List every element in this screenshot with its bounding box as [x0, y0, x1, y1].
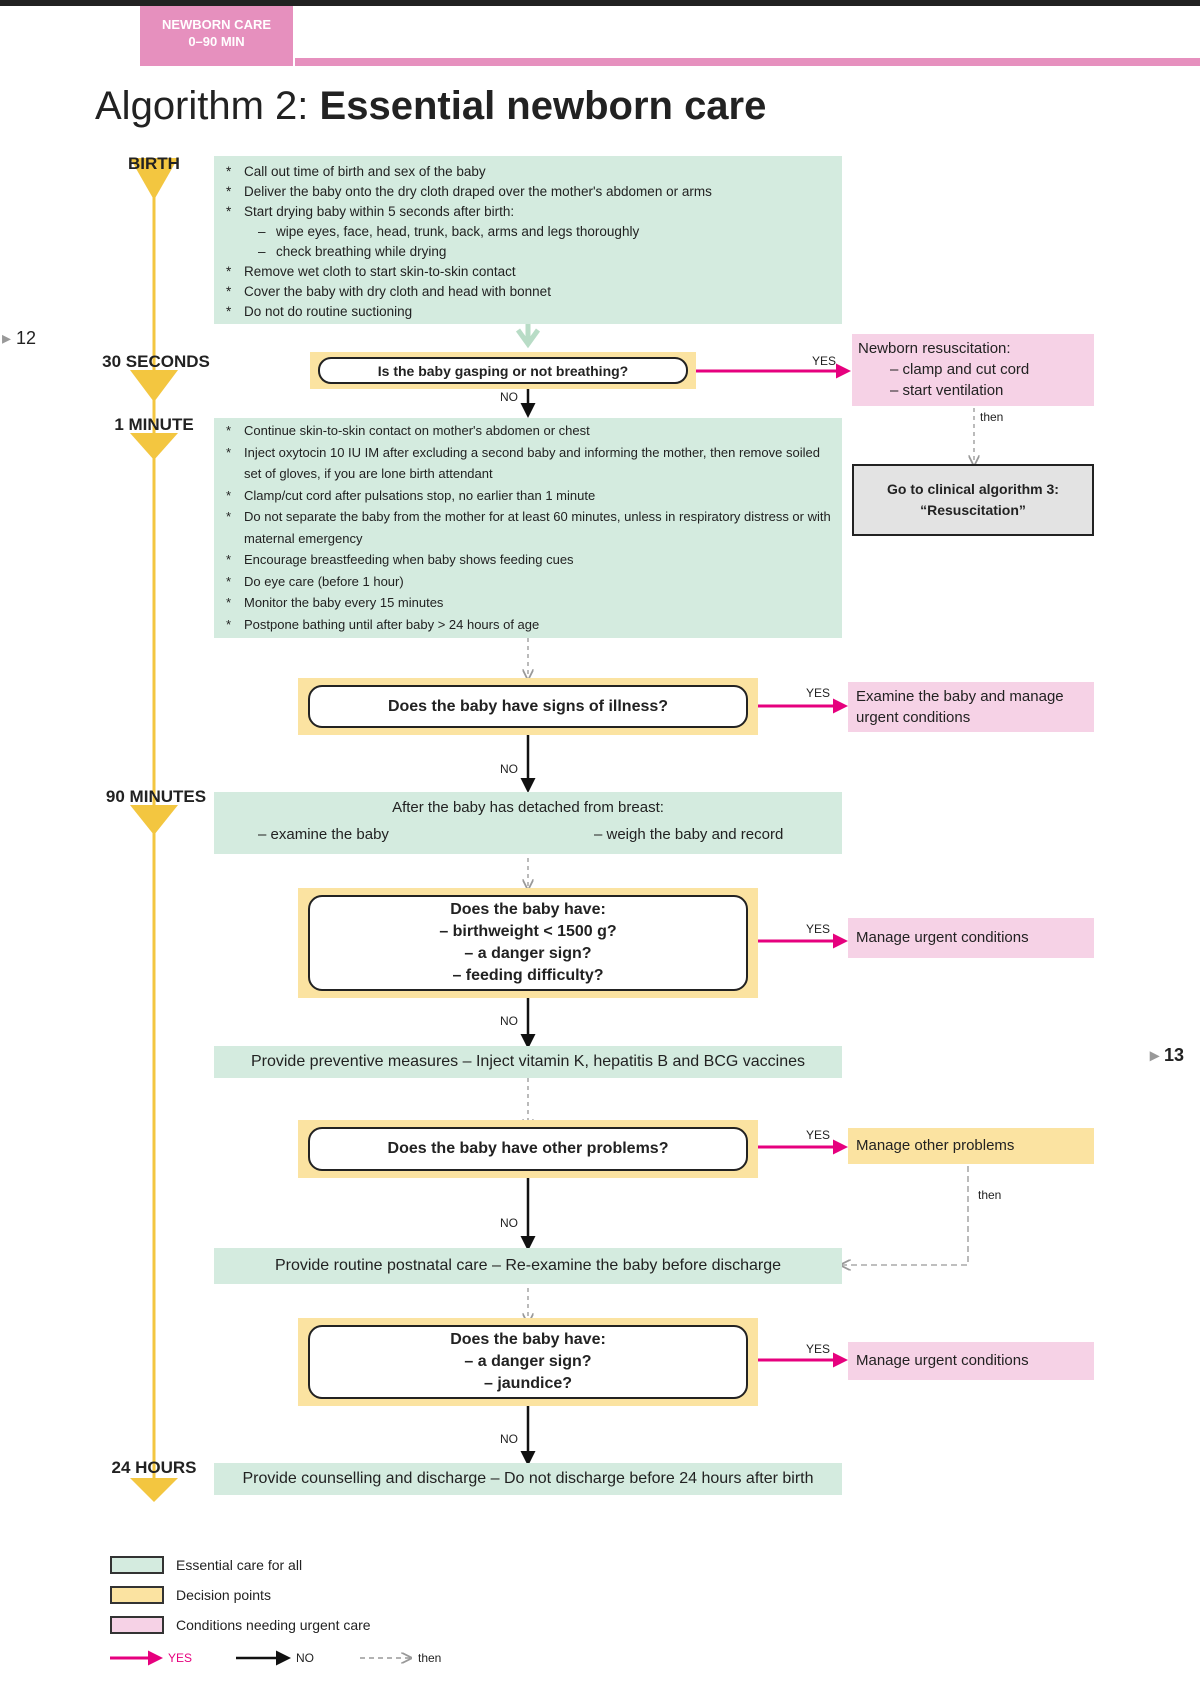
manage-other-box: Manage other problems	[848, 1128, 1094, 1164]
page-number-right: ▸ 13	[1150, 1045, 1185, 1065]
decision-gasping: Is the baby gasping or not breathing?	[310, 352, 696, 389]
decision-danger-text: Does the baby have: – a danger sign? – j…	[308, 1325, 748, 1399]
birth-item: Do not do routine suctioning	[222, 302, 834, 322]
tag-line-2: 0–90 MIN	[188, 34, 245, 49]
manage-urgent-box-2: Manage urgent conditions	[848, 1342, 1094, 1380]
counselling-box: Provide counselling and discharge – Do n…	[214, 1463, 842, 1495]
minute-item: Do eye care (before 1 hour)	[222, 571, 834, 593]
legend-yellow-label: Decision points	[176, 1587, 271, 1603]
resuscitation-item: – clamp and cut cord	[890, 361, 1030, 378]
yes-label: YES	[806, 1128, 831, 1142]
q-line: – feeding difficulty?	[452, 967, 604, 984]
routine-care-box: Provide routine postnatal care – Re-exam…	[214, 1248, 842, 1284]
minute-item: Encourage breastfeeding when baby shows …	[222, 549, 834, 571]
birth-item: Start drying baby within 5 seconds after…	[222, 202, 834, 262]
decision-birthweight: Does the baby have: – birthweight < 1500…	[298, 888, 758, 998]
decision-illness: Does the baby have signs of illness?	[298, 678, 758, 735]
minute-item: Continue skin-to-skin contact on mother'…	[222, 420, 834, 442]
then-label: then	[978, 1188, 1002, 1202]
go-algo3-line2: “Resuscitation”	[920, 502, 1026, 518]
yes-label: YES	[806, 922, 831, 936]
minute-item: Monitor the baby every 15 minutes	[222, 592, 834, 614]
header-line	[295, 58, 1200, 66]
legend-no-label: NO	[296, 1651, 314, 1665]
no-label: NO	[500, 762, 518, 776]
examine-manage-line1: Examine the baby and manage	[856, 688, 1064, 705]
no-label: NO	[500, 1014, 518, 1028]
legend: Essential care for all Decision points C…	[110, 1550, 371, 1640]
legend-yes-label: YES	[168, 1651, 193, 1665]
section-tag: NEWBORN CARE 0–90 MIN	[140, 6, 293, 66]
resuscitation-item: – start ventilation	[890, 382, 1004, 399]
q-line: – a danger sign?	[464, 945, 592, 962]
minute-care-box: Continue skin-to-skin contact on mother'…	[214, 418, 842, 638]
minute-item: Postpone bathing until after baby > 24 h…	[222, 614, 834, 636]
page-number-left: ▸ 12	[2, 328, 37, 348]
resuscitation-box: Newborn resuscitation: – clamp and cut c…	[852, 334, 1094, 406]
yes-label: YES	[812, 354, 837, 368]
stage-birth: BIRTH	[128, 154, 180, 173]
top-bar	[0, 0, 1200, 6]
then-label: then	[980, 410, 1004, 424]
minute-item: Do not separate the baby from the mother…	[222, 506, 834, 549]
decision-birthweight-text: Does the baby have: – birthweight < 1500…	[308, 895, 748, 991]
after-detach-left: – examine the baby	[258, 826, 389, 843]
stage-24-hours: 24 HOURS	[111, 1458, 197, 1477]
preventive-box: Provide preventive measures – Inject vit…	[214, 1046, 842, 1078]
legend-swatch-green	[110, 1556, 164, 1574]
decision-other-text: Does the baby have other problems?	[308, 1127, 748, 1171]
birth-subitem: check breathing while drying	[258, 242, 834, 262]
legend-pink-label: Conditions needing urgent care	[176, 1617, 371, 1633]
q-line: Does the baby have:	[450, 901, 606, 918]
minute-item: Clamp/cut cord after pulsations stop, no…	[222, 485, 834, 507]
no-label: NO	[500, 390, 518, 404]
go-algo3-line1: Go to clinical algorithm 3:	[887, 481, 1059, 497]
decision-danger-jaundice: Does the baby have: – a danger sign? – j…	[298, 1318, 758, 1406]
minute-item: Inject oxytocin 10 IU IM after excluding…	[222, 442, 834, 485]
q-line: – a danger sign?	[464, 1353, 592, 1370]
no-label: NO	[500, 1432, 518, 1446]
no-label: NO	[500, 1216, 518, 1230]
legend-green-label: Essential care for all	[176, 1557, 303, 1573]
title-bold: Essential newborn care	[319, 84, 767, 128]
stage-30-seconds: 30 SECONDS	[102, 352, 210, 371]
after-detach-right: – weigh the baby and record	[594, 826, 784, 843]
birth-item: Cover the baby with dry cloth and head w…	[222, 282, 834, 302]
birth-item: Remove wet cloth to start skin-to-skin c…	[222, 262, 834, 282]
birth-item: Call out time of birth and sex of the ba…	[222, 162, 834, 182]
q-line: Does the baby have:	[450, 1331, 606, 1348]
page-title: Algorithm 2: Essential newborn care	[95, 84, 766, 129]
examine-manage-box: Examine the baby and manage urgent condi…	[848, 682, 1094, 732]
decision-gasping-text: Is the baby gasping or not breathing?	[318, 357, 688, 384]
after-detach-box: After the baby has detached from breast:…	[214, 792, 842, 854]
q-line: – birthweight < 1500 g?	[439, 923, 617, 940]
tag-line-1: NEWBORN CARE	[161, 17, 272, 32]
legend-then-label: then	[418, 1651, 442, 1665]
resuscitation-title: Newborn resuscitation:	[858, 340, 1011, 357]
legend-swatch-yellow	[110, 1586, 164, 1604]
stage-90-minutes: 90 MINUTES	[105, 787, 207, 806]
title-light: Algorithm 2:	[95, 84, 320, 128]
yes-label: YES	[806, 686, 831, 700]
birth-care-box: Call out time of birth and sex of the ba…	[214, 156, 842, 324]
decision-other-problems: Does the baby have other problems?	[298, 1120, 758, 1178]
stage-1-minute: 1 MINUTE	[114, 415, 194, 434]
birth-subitem: wipe eyes, face, head, trunk, back, arms…	[258, 222, 834, 242]
go-algorithm-3-box: Go to clinical algorithm 3: “Resuscitati…	[852, 464, 1094, 536]
q-line: – jaundice?	[483, 1375, 573, 1392]
yes-label: YES	[806, 1342, 831, 1356]
after-detach-title: After the baby has detached from breast:	[392, 799, 664, 816]
legend-swatch-pink	[110, 1616, 164, 1634]
manage-urgent-box-1: Manage urgent conditions	[848, 918, 1094, 958]
decision-illness-text: Does the baby have signs of illness?	[308, 685, 748, 728]
examine-manage-line2: urgent conditions	[856, 709, 971, 726]
birth-item: Deliver the baby onto the dry cloth drap…	[222, 182, 834, 202]
